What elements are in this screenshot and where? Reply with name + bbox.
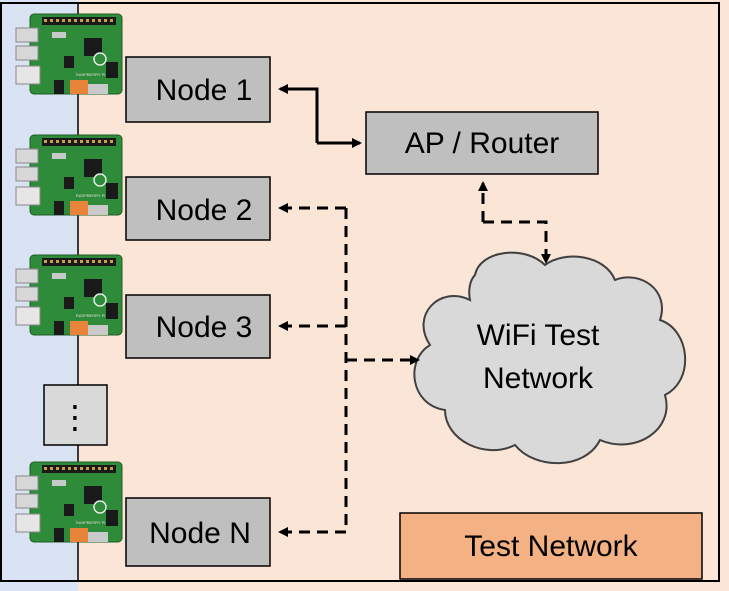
test-network-border xyxy=(0,2,720,582)
ap-router[interactable]: AP / Router xyxy=(365,111,599,175)
node-2[interactable]: Node 2 xyxy=(125,176,271,241)
test-network-legend: Test Network xyxy=(399,512,703,580)
node-3-label: Node 3 xyxy=(156,311,253,344)
node-3[interactable]: Node 3 xyxy=(125,294,271,359)
node-n[interactable]: Node N xyxy=(125,497,271,567)
raspberry-pi-icon xyxy=(15,461,123,543)
cloud-line-2: Network xyxy=(483,362,594,395)
raspberry-pi-icon xyxy=(15,13,123,95)
router-cloud-link xyxy=(478,181,551,264)
wifi-test-network-cloud[interactable]: WiFi Test Network xyxy=(413,251,687,465)
ap-router-label: AP / Router xyxy=(405,127,560,160)
raspberry-pi-icon xyxy=(15,254,123,336)
node-1[interactable]: Node 1 xyxy=(125,56,271,123)
more-nodes-ellipsis: ⋮ xyxy=(43,384,108,446)
node-bus-links xyxy=(278,203,420,537)
node1-link xyxy=(278,84,319,143)
legend-label: Test Network xyxy=(464,530,638,563)
svg-text:⋮: ⋮ xyxy=(59,398,91,436)
node-1-label: Node 1 xyxy=(156,74,253,107)
cloud-line-1: WiFi Test xyxy=(477,319,600,352)
raspberry-pi-icon xyxy=(15,134,123,216)
node-2-label: Node 2 xyxy=(156,194,253,227)
node-n-label: Node N xyxy=(149,517,251,550)
